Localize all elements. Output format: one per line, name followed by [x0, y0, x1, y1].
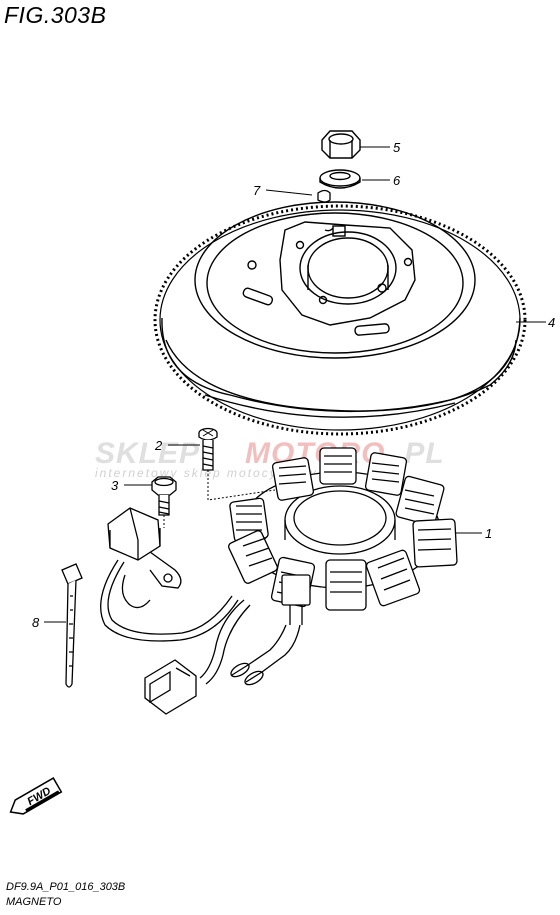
nut-part[interactable] [321, 130, 361, 159]
callout-3: 3 [111, 478, 119, 493]
callout-2: 2 [154, 438, 163, 453]
flywheel-rotor-part[interactable] [153, 201, 527, 436]
pulser-coil-part[interactable] [107, 507, 182, 609]
fwd-arrow-icon: FWD [9, 777, 63, 815]
callout-4: 4 [548, 315, 555, 330]
wiring-harness-part[interactable] [100, 559, 301, 715]
figure-code: DF9.9A_P01_016_303B [6, 881, 126, 893]
callout-numbers: 5 6 7 4 2 3 1 8 [32, 140, 555, 630]
washer-part[interactable] [319, 169, 361, 189]
watermark: SKLEP MOTORO .PL internetowy sklep motoc… [95, 437, 444, 480]
watermark-brand-right: MOTORO [245, 437, 385, 470]
bolt-part[interactable] [151, 476, 177, 516]
leader-lines [44, 146, 546, 623]
figure-name: MAGNETO [6, 896, 62, 908]
callout-5: 5 [393, 140, 401, 155]
cable-tie-part[interactable] [61, 563, 83, 688]
screw-part[interactable] [198, 427, 218, 471]
callout-7: 7 [253, 183, 261, 198]
key-part[interactable] [317, 189, 331, 203]
watermark-tagline: internetowy sklep motocyklowy [95, 466, 318, 480]
figure-title: FIG.303B [4, 2, 107, 28]
callout-1: 1 [485, 526, 492, 541]
callout-6: 6 [393, 173, 401, 188]
watermark-brand-left: SKLEP [95, 437, 200, 470]
callout-8: 8 [32, 615, 40, 630]
stator-assembly-part[interactable] [227, 447, 458, 625]
